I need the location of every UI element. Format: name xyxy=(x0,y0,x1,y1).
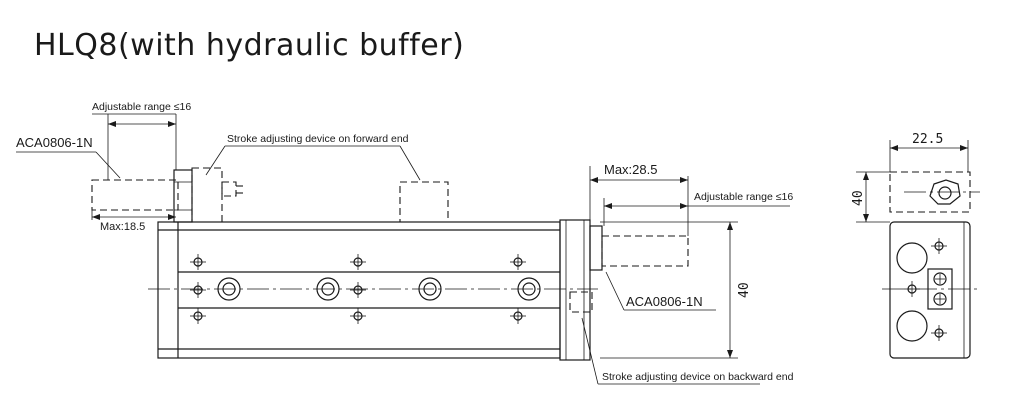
mounting-holes xyxy=(190,254,541,324)
backward-stroke-device xyxy=(569,225,689,313)
width-side-label: 22.5 xyxy=(912,132,943,147)
max-left-label: Max:18.5 xyxy=(100,221,145,233)
stroke-backward-label: Stroke adjusting device on backward end xyxy=(602,371,794,383)
height-main-label: 40 xyxy=(737,282,752,298)
adjustable-range-right-label: Adjustable range ≤16 xyxy=(694,191,793,203)
page-title: HLQ8(with hydraulic buffer) xyxy=(34,28,465,63)
side-view xyxy=(856,140,980,359)
dimension-lines xyxy=(16,113,790,385)
aca-right-label: ACA0806-1N xyxy=(626,294,703,309)
adjustable-range-left-label: Adjustable range ≤16 xyxy=(92,101,191,113)
height-side-label: 40 xyxy=(851,190,866,206)
stroke-forward-label: Stroke adjusting device on forward end xyxy=(227,133,409,145)
main-body xyxy=(148,219,598,361)
max-right-label: Max:28.5 xyxy=(604,162,657,177)
forward-stroke-device xyxy=(91,167,449,223)
aca-left-label: ACA0806-1N xyxy=(16,135,93,150)
